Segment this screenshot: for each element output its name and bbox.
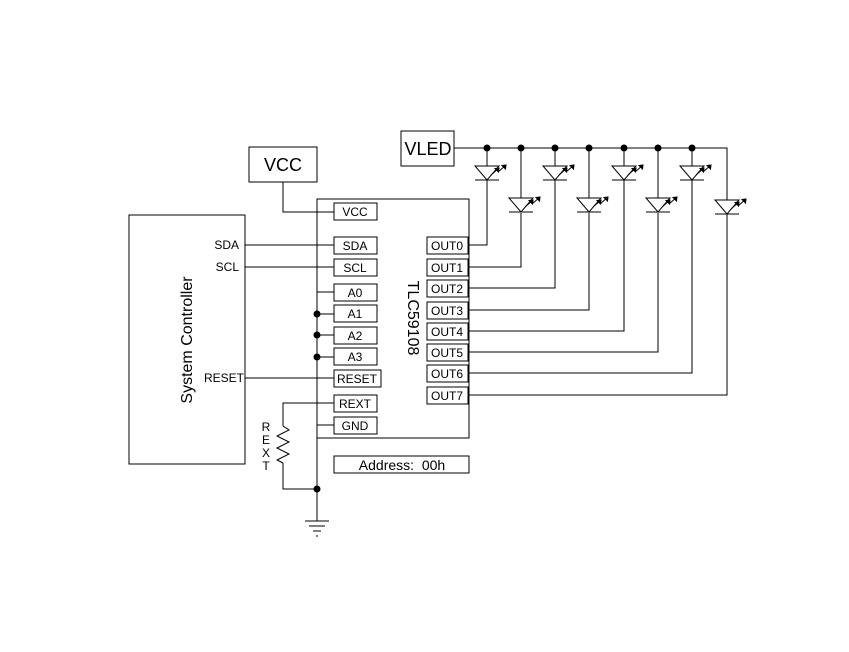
- pin-label-out7: OUT7: [431, 389, 463, 403]
- vcc-wire: [282, 182, 334, 213]
- out6-wire: [468, 180, 693, 374]
- chip-name: TLC59108: [404, 281, 421, 356]
- junction-dot: [517, 144, 525, 152]
- pin-label-a2: A2: [348, 329, 363, 343]
- vled-bus: [454, 147, 728, 200]
- controller-sda-label: SDA: [214, 238, 239, 252]
- led-5: [644, 196, 678, 213]
- junction-dot: [313, 353, 321, 361]
- pin-label-out0: OUT0: [431, 239, 463, 253]
- pin-label-out4: OUT4: [431, 325, 463, 339]
- out3-wire: [468, 213, 590, 311]
- pin-label-rext: REXT: [339, 397, 372, 411]
- led-2: [541, 164, 575, 181]
- pin-label-a0: A0: [348, 286, 363, 300]
- pin-label-reset: RESET: [337, 372, 378, 386]
- vled-supply-label: VLED: [404, 139, 451, 159]
- junction-dot: [654, 144, 662, 152]
- junction-dot: [585, 144, 593, 152]
- led-7: [713, 198, 747, 215]
- rext-wire-bottom: [282, 463, 317, 490]
- controller-scl-label: SCL: [216, 260, 240, 274]
- led-0: [473, 164, 507, 181]
- vcc-supply-label: VCC: [264, 155, 302, 175]
- out4-wire: [468, 180, 625, 332]
- junction-dot: [313, 331, 321, 339]
- pin-label-out3: OUT3: [431, 304, 463, 318]
- pin-label-sda: SDA: [343, 239, 368, 253]
- pin-label-vcc: VCC: [342, 205, 368, 219]
- pin-label-out1: OUT1: [431, 261, 463, 275]
- out0-wire: [468, 180, 488, 246]
- pin-label-out2: OUT2: [431, 282, 463, 296]
- rext-label-x: X: [262, 446, 270, 460]
- out1-wire: [468, 213, 522, 268]
- rext-wire-top: [282, 402, 334, 426]
- pin-label-a1: A1: [348, 307, 363, 321]
- pin-label-a3: A3: [348, 350, 363, 364]
- out7-wire: [468, 213, 728, 396]
- pin-label-scl: SCL: [343, 261, 367, 275]
- led-4: [610, 164, 644, 181]
- system-controller-box: [128, 214, 246, 465]
- led-1: [507, 196, 541, 213]
- junction-dot: [313, 310, 321, 318]
- address-box: [333, 455, 470, 474]
- out5-wire: [468, 213, 659, 353]
- pin-label-out5: OUT5: [431, 346, 463, 360]
- controller-reset-label: RESET: [204, 371, 245, 385]
- junction-dot: [620, 144, 628, 152]
- address-label: Address: 00h: [359, 457, 445, 473]
- led-6: [678, 164, 712, 181]
- rext-resistor: [275, 425, 291, 464]
- pin-label-gnd: GND: [342, 419, 369, 433]
- led-3: [575, 196, 609, 213]
- rext-label-e: E: [262, 433, 270, 447]
- rext-label-r: R: [262, 420, 271, 434]
- controller-title: System Controller: [179, 276, 196, 404]
- junction-dot: [313, 485, 321, 493]
- out2-wire: [468, 180, 556, 289]
- rext-label-t: T: [262, 459, 270, 473]
- junction-dot: [483, 144, 491, 152]
- junction-dot: [688, 144, 696, 152]
- pin-label-out6: OUT6: [431, 367, 463, 381]
- junction-dot: [551, 144, 559, 152]
